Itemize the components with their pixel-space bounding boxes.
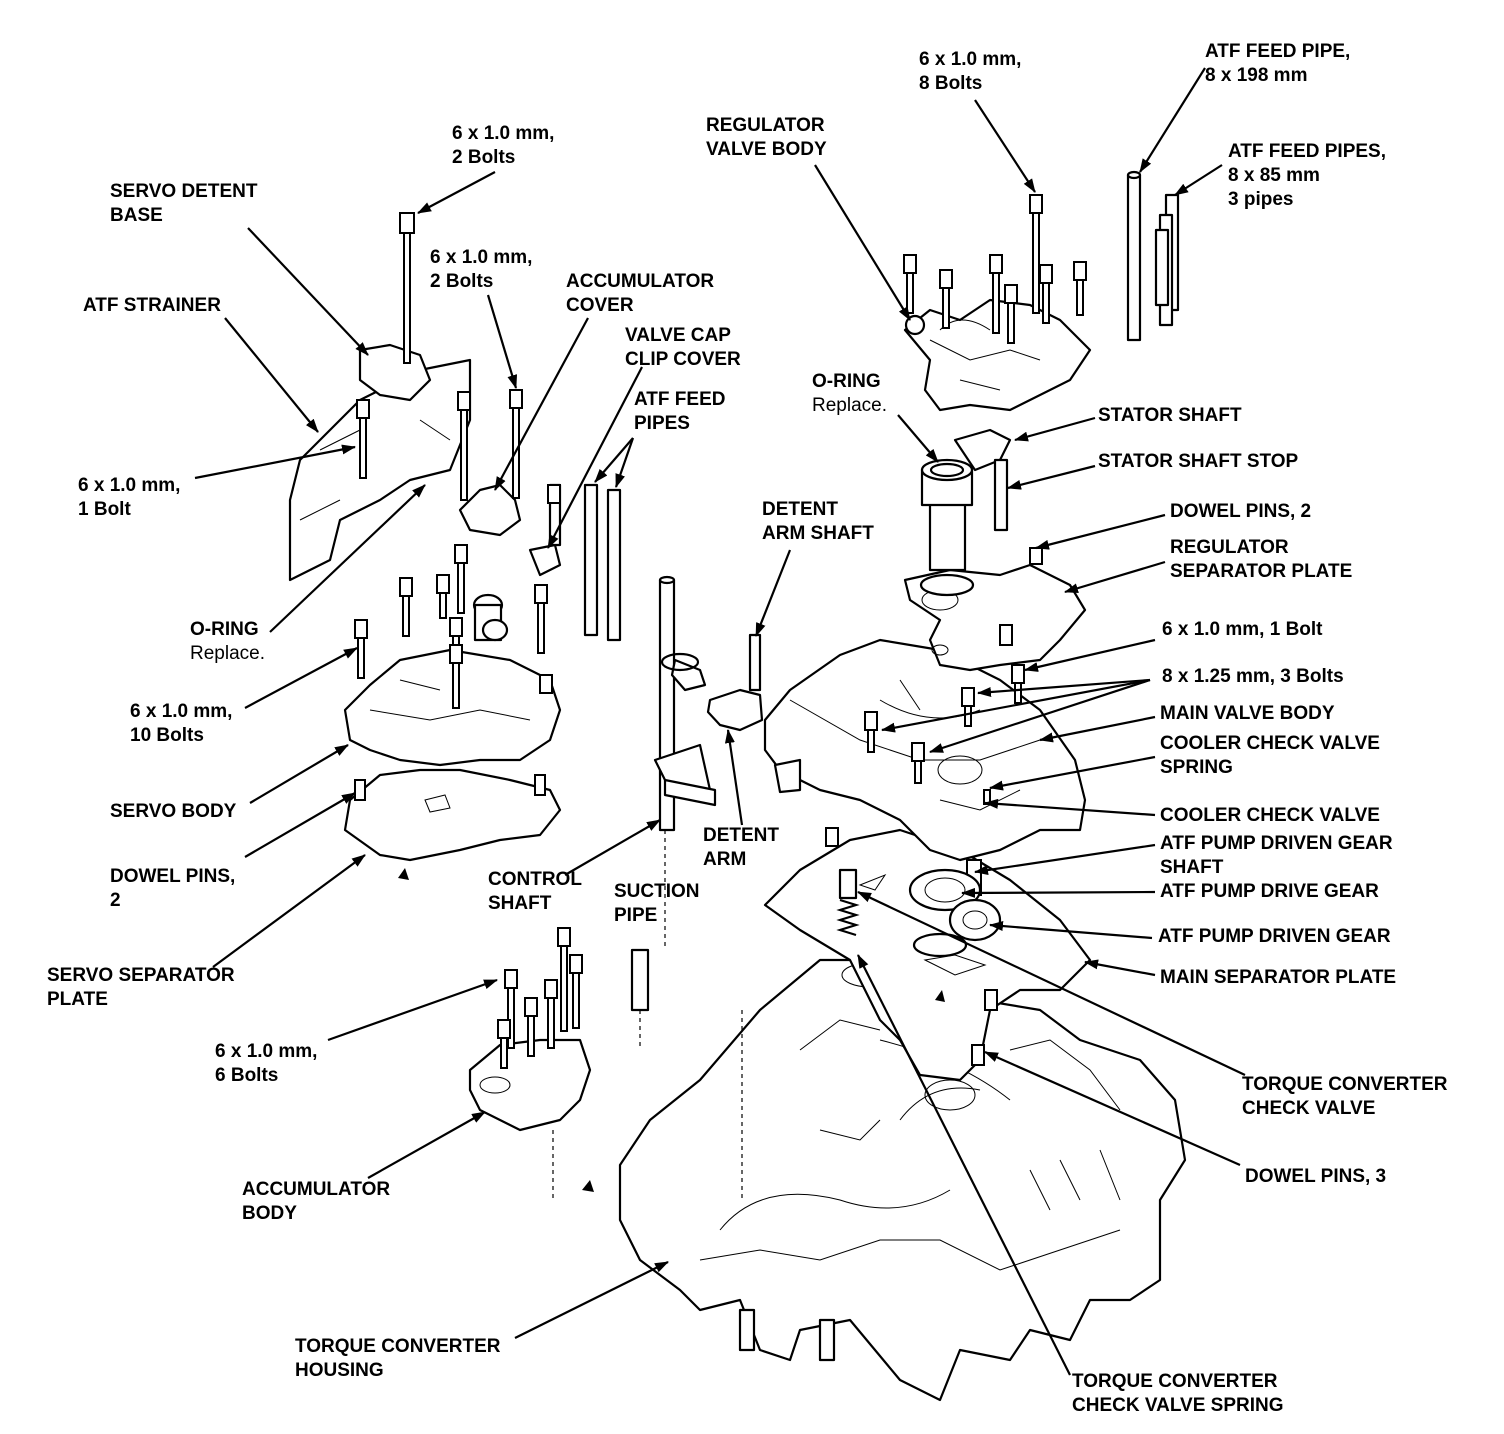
label-cooler-check-valve: COOLER CHECK VALVE [1160,805,1380,826]
label-bolts-2-mid: 6 x 1.0 mm,2 Bolts [430,247,533,292]
label-stator-shaft-stop: STATOR SHAFT STOP [1098,451,1299,472]
servo-detent-base-part [358,343,432,402]
torque-converter-check-valve-spring-part [836,868,860,937]
atf-feed-pipe-left-b [606,488,622,642]
label-servo-body: SERVO BODY [110,801,237,822]
atf-pump-gears-part [908,868,1002,958]
atf-feed-pipe-85-c [1154,228,1170,307]
label-bolts-8-top: 6 x 1.0 mm,8 Bolts [919,49,1022,94]
label-bolts-6: 6 x 1.0 mm,6 Bolts [215,1041,318,1086]
label-main-separator-plate: MAIN SEPARATOR PLATE [1160,967,1397,988]
label-bolt-1-left: 6 x 1.0 mm,1 Bolt [78,475,181,520]
label-bolts-3-125: 8 x 1.25 mm, 3 Bolts [1162,666,1344,687]
regulator-bolts [825,194,1087,1066]
label-dowel-pins-3: DOWEL PINS, 3 [1245,1166,1387,1187]
label-dowel-pins-2-right: DOWEL PINS, 2 [1170,501,1312,522]
label-bolt-1-right: 6 x 1.0 mm, 1 Bolt [1162,619,1323,640]
label-atf-pump-drive-gear: ATF PUMP DRIVE GEAR [1160,881,1379,902]
stator-shaft-stop-part [993,458,1009,532]
label-dowel-pins-2-left: DOWEL PINS,2 [110,866,236,911]
label-stator-shaft: STATOR SHAFT [1098,405,1242,426]
label-main-valve-body: MAIN VALVE BODY [1160,703,1335,724]
label-atf-strainer: ATF STRAINER [83,295,221,316]
atf-feed-pipe-left-a [583,483,599,637]
stator-shaft-part [919,428,1012,597]
regulator-valve-body-part [903,298,1092,412]
left-bolts [354,212,583,1069]
label-atf-pump-driven-gear: ATF PUMP DRIVEN GEAR [1158,926,1391,947]
label-bolts-10: 6 x 1.0 mm,10 Bolts [130,701,233,746]
servo-separator-plate-part [343,768,562,862]
control-shaft-part [653,575,717,832]
atf-strainer-part [288,358,472,582]
atf-feed-pipe-198-part [1126,173,1142,342]
accumulator-cover-part [458,483,522,537]
leader-lines [194,67,1246,1376]
detent-arm-part [706,633,764,732]
label-atf-feed-pipe-198: ATF FEED PIPE,8 x 198 mm [1205,41,1351,86]
suction-pipe-part [630,948,650,1012]
label-bolts-2-top: 6 x 1.0 mm,2 Bolts [452,123,555,168]
valve-cap-clip-cover-part [528,483,562,577]
torque-converter-housing-part [618,958,1187,1402]
